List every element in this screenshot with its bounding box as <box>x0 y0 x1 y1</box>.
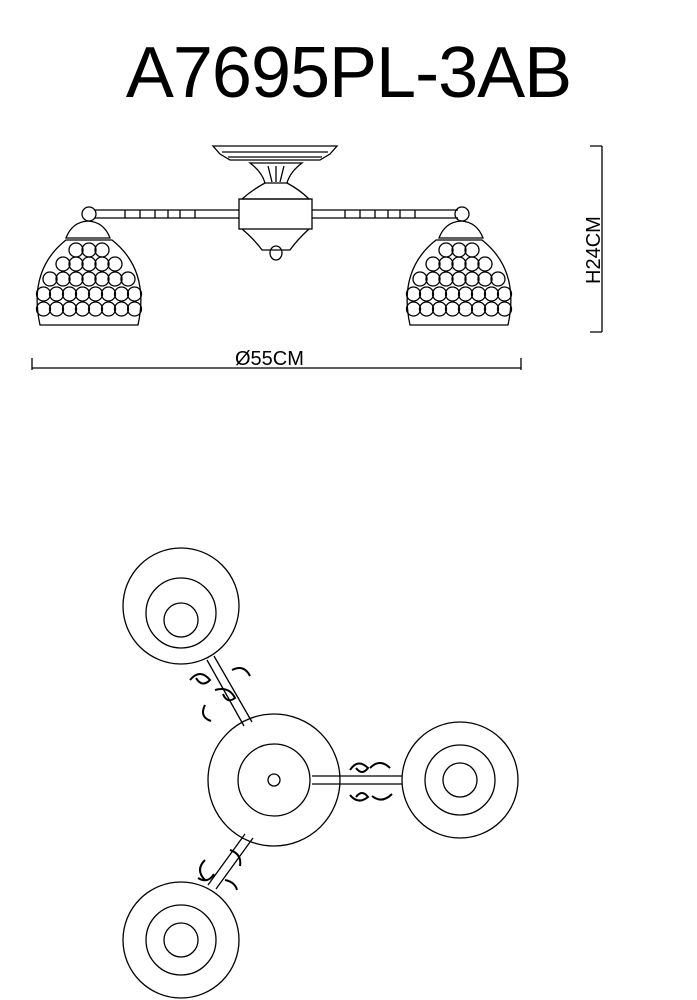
finial <box>269 245 283 261</box>
glass-bubble <box>81 242 97 258</box>
hub-outer <box>207 713 341 847</box>
arm-2 <box>312 775 402 785</box>
glass-bubble <box>444 286 461 302</box>
arm-3 <box>207 833 254 890</box>
glass-bubble <box>35 301 52 317</box>
shade-right <box>405 239 513 326</box>
hub-center <box>267 773 281 787</box>
glass-bubble <box>126 301 143 317</box>
glass-bubble <box>451 242 467 258</box>
glass-bubble <box>68 271 84 287</box>
glass-bubble <box>425 271 441 287</box>
glass-bubble <box>483 286 500 302</box>
glass-bubble <box>477 256 493 272</box>
glass-bubble <box>68 242 84 258</box>
glass-bubble <box>405 301 422 317</box>
glass-bubble <box>477 271 493 287</box>
glass-bubble <box>464 256 480 272</box>
glass-bubble <box>87 286 104 302</box>
glass-bubble <box>74 286 91 302</box>
bottom-view <box>122 547 519 999</box>
glass-bubble <box>431 286 448 302</box>
glass-bubble <box>94 256 110 272</box>
glass-bubble <box>48 301 65 317</box>
holder-right <box>438 220 484 239</box>
glass-bubble <box>100 301 117 317</box>
glass-bubble <box>451 271 467 287</box>
glass-bubble <box>412 271 428 287</box>
body-center <box>238 198 313 230</box>
height-dimension-line <box>590 145 603 333</box>
glass-bubble <box>61 286 78 302</box>
shade-right <box>401 721 519 839</box>
glass-bubble <box>55 271 71 287</box>
side-view <box>35 145 513 326</box>
glass-bubble <box>405 286 422 302</box>
height-label: H24CM <box>583 216 605 284</box>
arm-1 <box>206 655 253 727</box>
ceiling-canopy <box>211 145 339 161</box>
glass-bubble <box>94 271 110 287</box>
glass-bubble <box>55 256 71 272</box>
shade-bottom-left <box>122 881 240 999</box>
glass-bubble <box>81 271 97 287</box>
glass-bubble <box>94 242 110 258</box>
glass-bubble <box>61 301 78 317</box>
glass-bubble <box>496 286 513 302</box>
glass-bubble <box>100 286 117 302</box>
stem <box>248 162 304 184</box>
glass-bubble <box>126 286 143 302</box>
glass-bubble <box>444 301 461 317</box>
arm-left <box>95 209 239 219</box>
glass-bubble <box>457 301 474 317</box>
glass-bubble <box>48 286 65 302</box>
glass-bubble <box>457 286 474 302</box>
glass-bubble <box>470 286 487 302</box>
glass-bubble <box>425 256 441 272</box>
glass-bubble <box>81 256 97 272</box>
holder-left <box>65 220 111 239</box>
arm-right <box>312 209 458 219</box>
glass-bubble <box>496 301 513 317</box>
scroll-ornament <box>189 667 393 891</box>
glass-bubble <box>438 256 454 272</box>
glass-bubble <box>113 301 130 317</box>
glass-bubble <box>490 271 506 287</box>
model-title: A7695PL-3AB <box>125 33 572 113</box>
glass-bubble <box>438 242 454 258</box>
glass-bubble <box>431 301 448 317</box>
width-dimension-line <box>31 358 522 370</box>
glass-bubble <box>113 286 130 302</box>
glass-bubble <box>107 256 123 272</box>
glass-bubble <box>483 301 500 317</box>
glass-bubble <box>451 256 467 272</box>
glass-bubble <box>438 271 454 287</box>
glass-bubble <box>68 256 84 272</box>
glass-bubble <box>74 301 91 317</box>
glass-bubble <box>418 286 435 302</box>
knob-right <box>454 206 470 222</box>
shade-left <box>35 239 143 326</box>
knob-left <box>81 206 97 222</box>
body-upper <box>240 182 311 200</box>
glass-bubble <box>464 242 480 258</box>
glass-bubble <box>464 271 480 287</box>
glass-bubble <box>470 301 487 317</box>
body-lower <box>241 228 310 251</box>
glass-bubble <box>107 271 123 287</box>
glass-bubble <box>87 301 104 317</box>
glass-bubble <box>42 271 58 287</box>
glass-bubble <box>418 301 435 317</box>
glass-bubble <box>35 286 52 302</box>
shade-top-left <box>122 547 240 665</box>
glass-bubble <box>120 271 136 287</box>
diameter-label: Ø55CM <box>235 348 304 370</box>
